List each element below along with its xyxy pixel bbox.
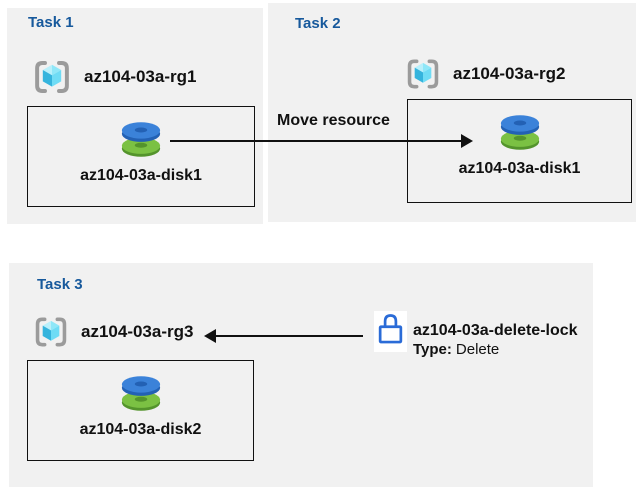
lock-type-value: Delete: [455, 341, 500, 358]
delete-lock-arrowhead-icon: [204, 329, 216, 343]
lock-icon-tile: [374, 311, 407, 352]
lock-type-label: Type:: [413, 341, 452, 358]
disk-label: az104-03a-disk1: [458, 160, 581, 177]
move-resource-arrow-line: [170, 140, 463, 142]
resource-box: az104-03a-disk2: [27, 360, 254, 461]
lock-icon: [377, 311, 404, 352]
move-resource-arrowhead-icon: [461, 134, 473, 148]
lock-type-line: Type:Delete: [413, 340, 578, 359]
managed-disk-icon: [118, 372, 164, 416]
resource-box: az104-03a-disk1: [27, 106, 255, 207]
resource-group-icon: [404, 55, 442, 93]
resource-box: az104-03a-disk1: [407, 99, 632, 203]
resource-group-icon: [32, 313, 70, 351]
disk-label: az104-03a-disk2: [79, 421, 202, 438]
resource-group-row: az104-03a-rg3: [32, 313, 193, 351]
resource-group-row: az104-03a-rg1: [31, 56, 196, 98]
lock-name-label: az104-03a-delete-lock: [413, 322, 578, 339]
delete-lock-arrow-line: [213, 335, 363, 337]
move-resource-arrow-label: Move resource: [277, 112, 390, 129]
lock-text-block: az104-03a-delete-lock Type:Delete: [413, 321, 578, 359]
panel-task-1: Task 1 az104-03a-rg1 az104-: [7, 8, 263, 224]
resource-group-label: az104-03a-rg3: [81, 322, 194, 341]
panel-task-3: Task 3 az104-03a-rg3 az104-: [9, 263, 593, 487]
managed-disk-icon: [497, 111, 543, 155]
resource-group-icon: [31, 56, 73, 98]
panel-task-2: Task 2 az104-03a-rg2 az104-: [268, 3, 636, 222]
managed-disk-icon: [118, 118, 164, 162]
resource-group-row: az104-03a-rg2: [404, 55, 565, 93]
panel-title: Task 3: [37, 276, 83, 293]
panel-title: Task 1: [28, 14, 74, 31]
panel-title: Task 2: [295, 15, 341, 32]
disk-label: az104-03a-disk1: [80, 167, 202, 184]
resource-group-label: az104-03a-rg2: [453, 64, 566, 83]
resource-group-label: az104-03a-rg1: [84, 67, 197, 86]
